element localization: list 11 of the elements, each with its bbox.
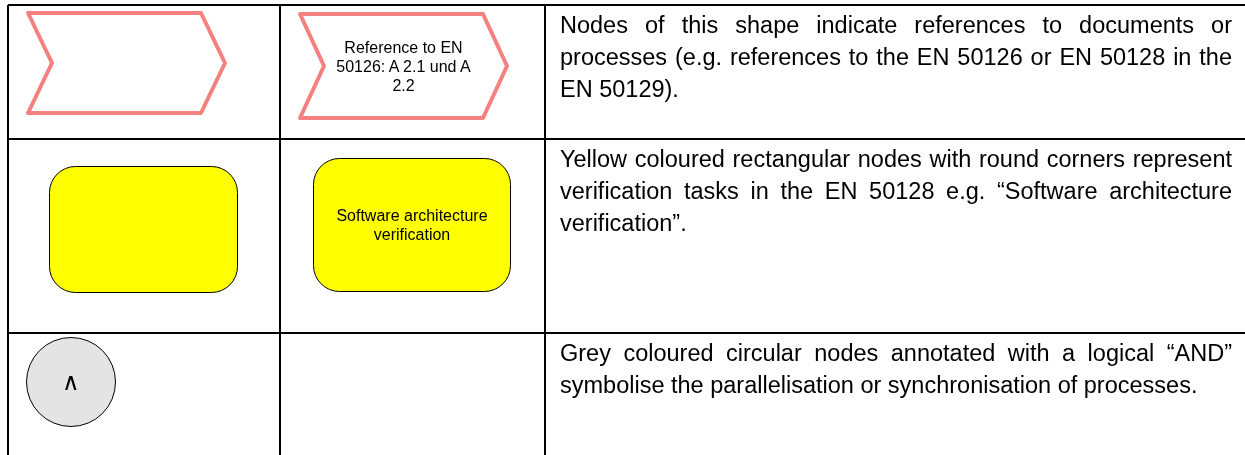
description-text: Yellow coloured rectangular nodes with round corners represent verification tasks in the EN 50128 e.g. “Software architecture verification”.	[560, 145, 1232, 238]
description-text: Nodes of this shape indicate references to documents or processes (e.g. references to the EN 50126 or EN 50128 in the EN 50129).	[560, 11, 1232, 104]
node-label: Software architecture verification	[335, 206, 489, 244]
circle-node	[26, 337, 116, 427]
description-text: Grey coloured circular nodes annotated with a logical “AND” symbolise the parallelisation or synchronisation of processes.	[560, 339, 1232, 400]
rounded-rectangle	[49, 166, 238, 293]
node-label: Reference to EN 50126: A 2.1 und A 2.2	[335, 37, 472, 95]
chevron-shape	[300, 14, 507, 118]
and-symbol: ∧	[62, 368, 80, 396]
chevron-shape	[28, 13, 225, 113]
rounded-rectangle	[313, 158, 511, 292]
